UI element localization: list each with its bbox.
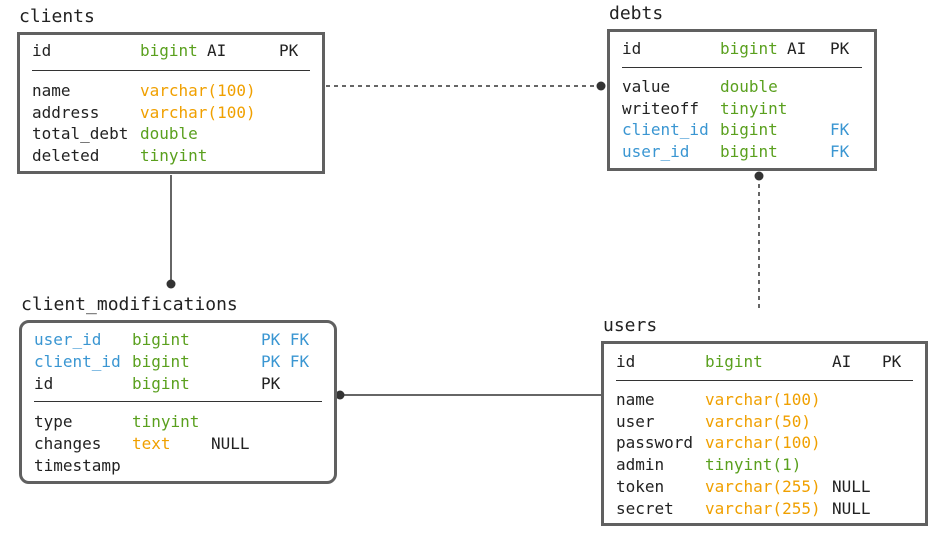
users-modifications-relationship-endpoint — [335, 390, 345, 400]
column-name: id — [622, 39, 642, 58]
column-divider — [616, 380, 913, 381]
column-row: address varchar(100) — [20, 103, 322, 123]
column-type: bigint — [705, 352, 763, 371]
column-name: timestamp — [34, 456, 121, 475]
clients-debts-relationship-endpoint — [596, 81, 606, 91]
column-type: varchar(50) — [705, 411, 811, 431]
column-type: bigint — [720, 39, 778, 58]
entity-title-client-modifications: client_modifications — [21, 294, 238, 315]
column-name: user_id — [622, 142, 690, 162]
entity-table-users: id bigint AI PK name varchar(100) user varchar(… — [601, 341, 928, 526]
column-divider — [622, 67, 862, 68]
column-type: varchar(255) — [705, 476, 821, 496]
column-type: bigint — [132, 330, 190, 349]
column-type: text — [132, 434, 171, 453]
column-type: varchar(100) — [705, 390, 821, 409]
key-column-row: id bigint PK — [22, 374, 334, 394]
column-extra: NULL — [832, 498, 871, 518]
column-row: total_debt double — [20, 124, 322, 144]
column-row: admin tinyint(1) — [604, 455, 925, 475]
column-name: value — [622, 77, 671, 96]
column-type: tinyint — [720, 98, 788, 118]
column-row: changes text NULL — [22, 434, 334, 454]
column-divider — [32, 70, 310, 71]
column-name: token — [616, 476, 665, 496]
column-row: writeoff tinyint — [610, 99, 874, 119]
column-name: id — [34, 374, 54, 393]
column-extra: NULL — [832, 476, 871, 496]
column-name: user_id — [34, 330, 102, 349]
column-name: admin — [616, 455, 665, 475]
column-row: value double — [610, 77, 874, 97]
column-extra: AI — [207, 41, 227, 60]
column-type: tinyint — [132, 412, 200, 431]
column-key: PK — [261, 374, 281, 393]
column-name: type — [34, 412, 73, 431]
column-name: total_debt — [32, 124, 129, 144]
column-extra: NULL — [211, 434, 250, 453]
column-name: user — [616, 411, 655, 431]
column-row: type tinyint — [22, 412, 334, 432]
column-type: varchar(100) — [140, 102, 256, 122]
column-row: name varchar(100) — [20, 81, 322, 101]
column-type: varchar(100) — [705, 433, 821, 453]
column-row: deleted tinyint — [20, 146, 322, 166]
column-key: PK — [279, 41, 299, 60]
key-column-row: id bigint AI PK — [604, 352, 925, 372]
entity-title-clients: clients — [19, 6, 95, 27]
column-row: client_id bigint FK — [610, 120, 874, 140]
column-key: PK FK — [261, 330, 310, 349]
users-debts-relationship-endpoint — [754, 171, 764, 181]
column-row: token varchar(255) NULL — [604, 477, 925, 497]
column-type: double — [720, 77, 778, 96]
entity-table-clients: id bigint AI PK name varchar(100) address varch… — [17, 32, 325, 174]
column-name: changes — [34, 434, 102, 453]
column-type: tinyint — [140, 146, 208, 166]
column-name: password — [616, 433, 694, 453]
column-row: timestamp — [22, 456, 334, 476]
clients-modifications-relationship-endpoint — [166, 279, 176, 289]
column-name: client_id — [34, 352, 121, 371]
column-type: tinyint(1) — [705, 455, 802, 475]
key-column-row: client_id bigint PK FK — [22, 352, 334, 372]
column-key: PK FK — [261, 352, 310, 371]
column-type: bigint — [720, 120, 778, 140]
column-name: secret — [616, 498, 674, 518]
column-type: double — [140, 124, 198, 144]
column-name: id — [32, 41, 52, 60]
column-name: name — [32, 81, 71, 100]
column-type: bigint — [720, 142, 778, 162]
column-row: secret varchar(255) NULL — [604, 499, 925, 519]
key-column-row: user_id bigint PK FK — [22, 330, 334, 350]
column-name: id — [616, 352, 636, 371]
column-type: varchar(255) — [705, 498, 821, 518]
column-extra: AI — [832, 352, 852, 371]
column-name: name — [616, 390, 655, 409]
column-type: varchar(100) — [140, 81, 256, 100]
key-column-row: id bigint AI PK — [610, 39, 874, 59]
column-name: client_id — [622, 120, 709, 140]
entity-title-users: users — [603, 315, 658, 336]
column-divider — [34, 401, 322, 402]
column-key: FK — [830, 120, 850, 140]
column-name: address — [32, 102, 100, 122]
column-extra: AI — [787, 39, 807, 58]
column-key: PK — [882, 352, 902, 371]
column-row: user_id bigint FK — [610, 142, 874, 162]
column-row: user varchar(50) — [604, 412, 925, 432]
column-type: bigint — [132, 352, 190, 371]
column-key: PK — [830, 39, 850, 58]
key-column-row: id bigint AI PK — [20, 41, 322, 61]
column-type: bigint — [132, 374, 190, 393]
column-name: deleted — [32, 146, 100, 166]
column-key: FK — [830, 142, 850, 162]
column-type: bigint — [140, 41, 198, 60]
column-name: writeoff — [622, 98, 700, 118]
column-row: name varchar(100) — [604, 390, 925, 410]
entity-title-debts: debts — [609, 3, 664, 24]
column-row: password varchar(100) — [604, 433, 925, 453]
